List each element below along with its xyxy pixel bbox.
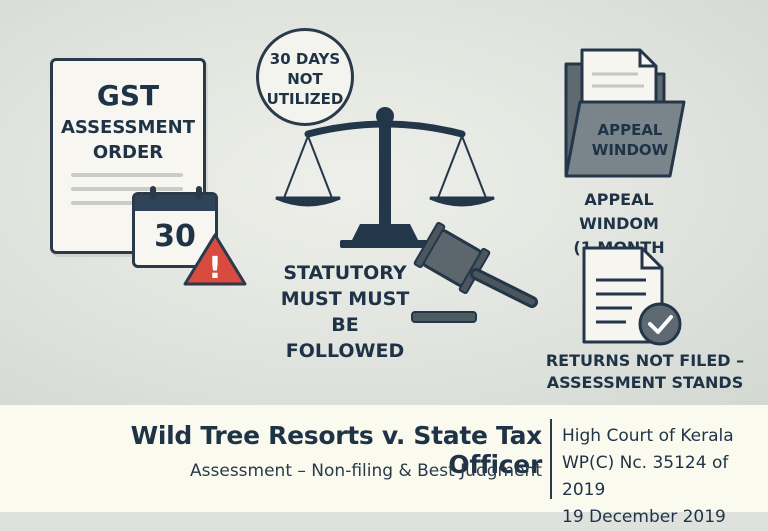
document-subtitle: ASSESSMENT ORDER <box>53 115 203 165</box>
case-title: Wild Tree Resorts v. State Tax Officer <box>130 421 543 479</box>
scale-caption-line1: STATUTORY <box>283 262 407 284</box>
scales-icon <box>275 107 495 248</box>
seal-line3: UTILIZED <box>266 90 344 108</box>
document-icon: GST ASSESSMENT ORDER <box>50 58 206 254</box>
document-line <box>71 201 151 205</box>
seal-text: 30 DAYS NOT UTILIZED <box>259 49 351 109</box>
calendar-ring <box>196 186 202 200</box>
illustration-area: GST ASSESSMENT ORDER 30 ! 30 DAYS NOT UT… <box>0 0 768 405</box>
document-line <box>71 187 183 191</box>
warning-symbol: ! <box>208 251 222 286</box>
document-subtitle-line2: ORDER <box>92 142 164 163</box>
case-subtitle: Assessment – Non-filing & Best Judgment <box>190 461 542 481</box>
document-line <box>71 173 183 177</box>
document-title: GST <box>96 79 160 112</box>
warning-icon: ! <box>183 233 247 286</box>
returns-caption-line1: RETURNS NOT FILED – <box>545 351 745 370</box>
folder-icon <box>564 48 686 178</box>
appeal-caption-line1: APPEAL WINDOM <box>579 190 659 233</box>
court-name: High Court of Kerala <box>562 426 734 446</box>
case-banner: Wild Tree Resorts v. State Tax Officer A… <box>0 405 768 527</box>
judgment-date: 19 December 2019 <box>562 507 726 527</box>
gavel-icon <box>411 221 538 323</box>
seal-line2: NOT <box>287 70 323 88</box>
scale-caption: STATUTORY MUST MUST BE FOLLOWED <box>270 260 420 364</box>
folder-label-line2: WINDOW <box>591 141 669 159</box>
document-subtitle-line1: ASSESSMENT <box>60 117 195 138</box>
scale-caption-line3: BE FOLLOWED <box>285 314 405 362</box>
seal-line1: 30 DAYS <box>269 50 341 68</box>
returns-caption: RETURNS NOT FILED – ASSESSMENT STANDS <box>530 350 760 394</box>
scale-caption-line2: MUST MUST <box>280 288 410 310</box>
calendar-ring <box>150 186 156 200</box>
checked-document-icon <box>582 246 682 346</box>
seal-icon: 30 DAYS NOT UTILIZED <box>256 28 354 126</box>
folder-label: APPEAL WINDOW <box>588 120 672 160</box>
folder-label-line1: APPEAL <box>597 121 663 139</box>
calendar-header <box>135 195 215 211</box>
calendar-day: 30 <box>154 219 196 254</box>
returns-caption-line2: ASSESSMENT STANDS <box>546 373 744 392</box>
court-details: High Court of Kerala WP(C) Nc. 35124 of … <box>562 423 768 531</box>
banner-divider <box>550 419 552 499</box>
case-number: WP(C) Nc. 35124 of 2019 <box>562 453 729 500</box>
